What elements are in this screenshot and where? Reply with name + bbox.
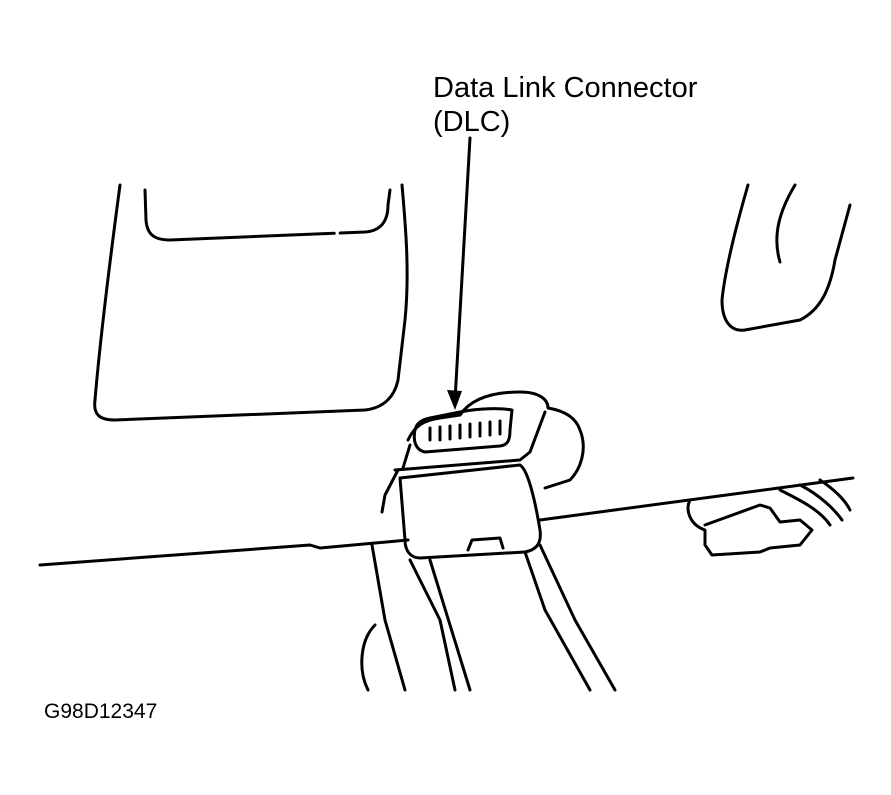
dash-lower-edge-right (538, 476, 855, 522)
arrow-head-icon (447, 390, 462, 410)
figure-id: G98D12347 (44, 700, 158, 723)
dlc-housing-side (393, 410, 547, 472)
bracket-left (380, 468, 400, 514)
callout-abbreviation: (DLC) (433, 106, 511, 138)
leader-line (453, 136, 472, 402)
right-trim-inner (775, 183, 797, 264)
dlc-cover (398, 463, 542, 560)
dash-panel-outline (93, 183, 409, 422)
harness-lines (370, 543, 617, 692)
dash-lower-edge (38, 538, 410, 567)
harness-arc (360, 623, 377, 692)
dlc-pin-face (412, 407, 514, 454)
right-trim (720, 183, 852, 332)
right-connector (686, 478, 852, 557)
dlc-cover-tab (466, 536, 505, 552)
dlc-connector-body (406, 390, 585, 490)
dash-panel-recess (143, 188, 392, 242)
dlc-pins (428, 419, 502, 442)
callout-label: Data Link Connector (433, 72, 698, 104)
